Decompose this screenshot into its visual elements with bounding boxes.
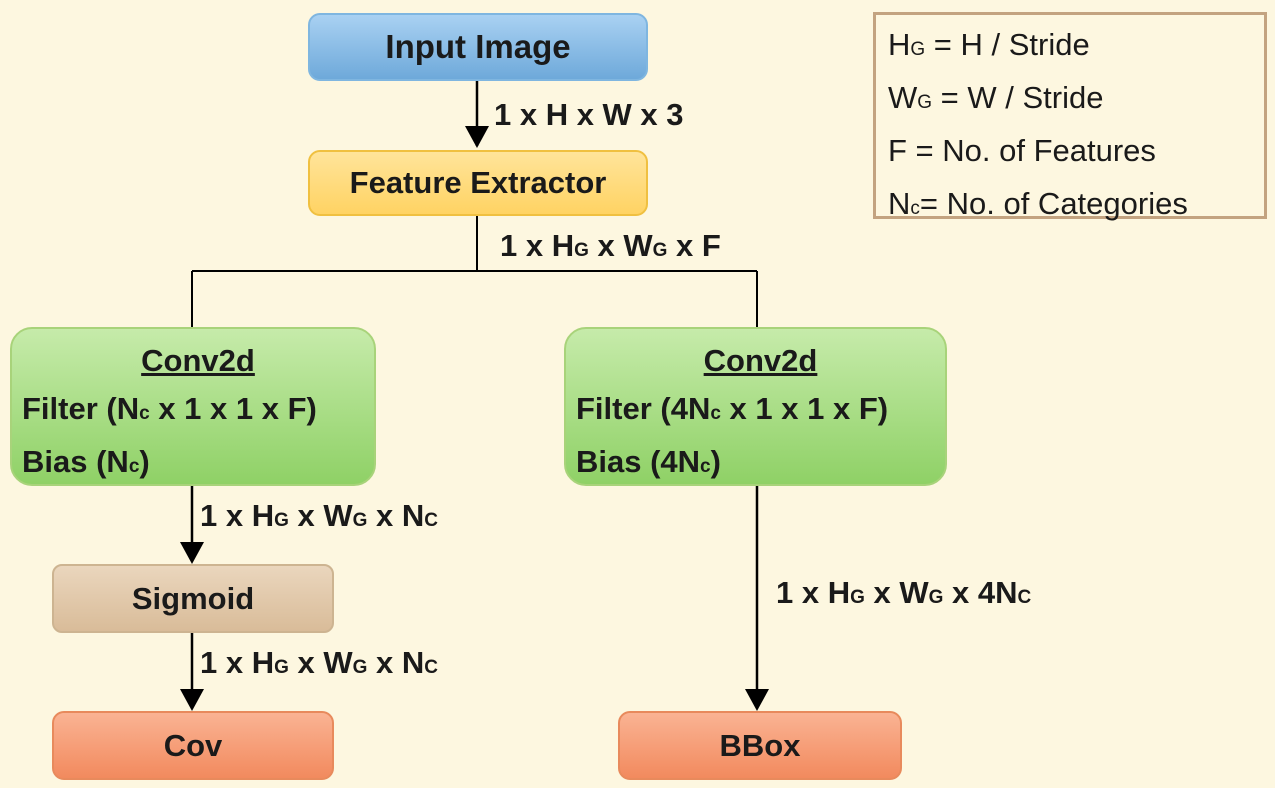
conv2d-left-filter: Filter (Nc x 1 x 1 x F) <box>22 391 317 426</box>
arrowhead-input-to-feature <box>465 126 489 148</box>
cov-label: Cov <box>163 727 223 763</box>
edge-label-features: 1 x HG x WG x F <box>500 228 721 263</box>
conv2d-bbox-node: Conv2d Filter (4Nc x 1 x 1 x F) Bias (4N… <box>564 327 947 486</box>
arrowhead-conv-left-to-sigmoid <box>180 542 204 564</box>
arrowhead-conv-right-to-bbox <box>745 689 769 711</box>
conv2d-left-bias: Bias (Nc) <box>22 444 150 479</box>
legend-row-f: F = No. of Features <box>888 133 1156 168</box>
legend-row-hg: HG = H / Stride <box>888 27 1090 62</box>
input-image-label: Input Image <box>385 28 571 65</box>
sigmoid-label: Sigmoid <box>131 580 255 616</box>
conv2d-right-title: Conv2d <box>703 343 818 378</box>
legend-row-nc: Nc= No. of Categories <box>888 186 1188 221</box>
input-image-node: Input Image <box>308 13 648 81</box>
legend-row-wg: WG = W / Stride <box>888 80 1104 115</box>
conv2d-left-title: Conv2d <box>141 343 255 378</box>
legend-box: HG = H / Stride WG = W / Stride F = No. … <box>873 12 1267 221</box>
arrowhead-sigmoid-to-cov <box>180 689 204 711</box>
conv2d-right-filter: Filter (4Nc x 1 x 1 x F) <box>576 391 889 426</box>
edge-label-left-conv: 1 x HG x WG x NC <box>200 498 438 533</box>
bbox-output-node: BBox <box>618 711 902 780</box>
sigmoid-node: Sigmoid <box>52 564 334 633</box>
conv2d-right-bias: Bias (4Nc) <box>576 444 721 479</box>
cov-output-node: Cov <box>52 711 334 780</box>
feature-extractor-node: Feature Extractor <box>308 150 648 216</box>
edge-label-input: 1 x H x W x 3 <box>494 97 684 132</box>
edge-label-sigmoid: 1 x HG x WG x NC <box>200 645 438 680</box>
bbox-label: BBox <box>719 727 801 763</box>
edge-label-right-conv: 1 x HG x WG x 4NC <box>776 575 1032 610</box>
conv2d-classification-node: Conv2d Filter (Nc x 1 x 1 x F) Bias (Nc) <box>10 327 376 486</box>
feature-extractor-label: Feature Extractor <box>349 165 607 200</box>
